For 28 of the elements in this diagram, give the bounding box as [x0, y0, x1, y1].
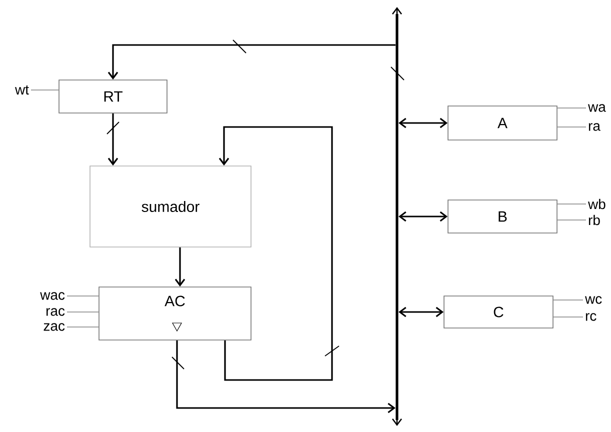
arrow	[398, 118, 448, 128]
arrow	[218, 126, 333, 381]
signal-line	[557, 126, 586, 128]
signal-label: wac	[40, 292, 65, 300]
adder-box: sumador	[90, 166, 252, 248]
register-box: A	[448, 106, 558, 140]
signal-label: rb	[588, 214, 600, 226]
arrow	[108, 44, 396, 80]
bus-line	[392, 7, 402, 426]
arrow	[174, 247, 186, 287]
signal-label: zac	[44, 323, 65, 331]
signal-label: wa	[588, 104, 606, 112]
register-box: C	[444, 296, 554, 328]
signal-label: rac	[46, 308, 65, 316]
signal-line	[553, 316, 584, 318]
signal-label: ra	[588, 123, 600, 131]
signal-label: rc	[586, 313, 596, 321]
register-box: B	[448, 200, 558, 234]
signal-line	[66, 326, 99, 328]
signal-label: wc	[585, 296, 602, 304]
signal-label: wt	[14, 85, 29, 95]
register-box: RT	[58, 80, 168, 114]
arrow	[108, 113, 118, 166]
arrow	[398, 211, 448, 222]
arrow	[398, 306, 444, 318]
register-box: AC	[98, 286, 252, 340]
signal-label: wb	[588, 198, 606, 210]
arrow	[176, 340, 396, 414]
